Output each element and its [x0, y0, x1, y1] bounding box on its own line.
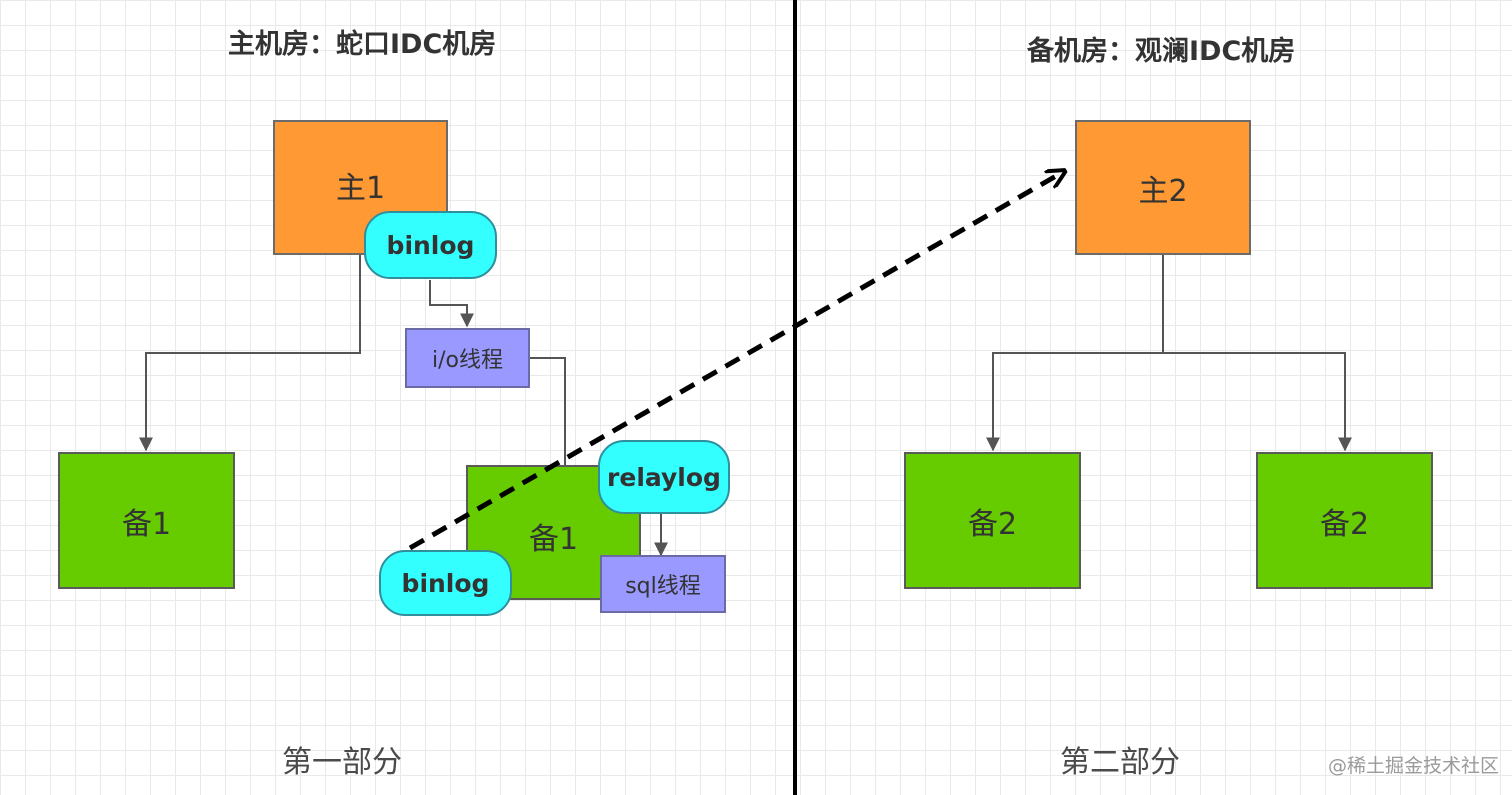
right-room-title: 备机房：观澜IDC机房: [1027, 36, 1296, 67]
edge-master2-to-slave2-b: [1163, 352, 1352, 452]
left-room-title: 主机房：蛇口IDC机房: [228, 29, 497, 60]
master2-node: 主2: [1075, 120, 1251, 255]
watermark: @稀土掘金技术社区: [1328, 755, 1500, 777]
cross-room-replication-arrow: [408, 172, 1063, 551]
sql-thread-node: sql线程: [600, 555, 726, 613]
master1-binlog-node: binlog: [364, 211, 497, 279]
slave2-a-node: 备2: [904, 452, 1081, 589]
io-thread-node: i/o线程: [405, 328, 530, 388]
relaylog-node: relaylog: [598, 440, 730, 514]
part-one-label: 第一部分: [282, 745, 402, 780]
slave1-binlog-node: binlog: [379, 550, 512, 616]
part-two-label: 第二部分: [1060, 745, 1180, 780]
slave1-left-node: 备1: [58, 452, 235, 589]
slave2-b-node: 备2: [1256, 452, 1433, 589]
edge-master1-to-slave1-left: [139, 255, 361, 452]
edge-binlog-to-io-thread: [429, 280, 474, 328]
edge-master2-to-slave2-a: [986, 255, 1164, 452]
